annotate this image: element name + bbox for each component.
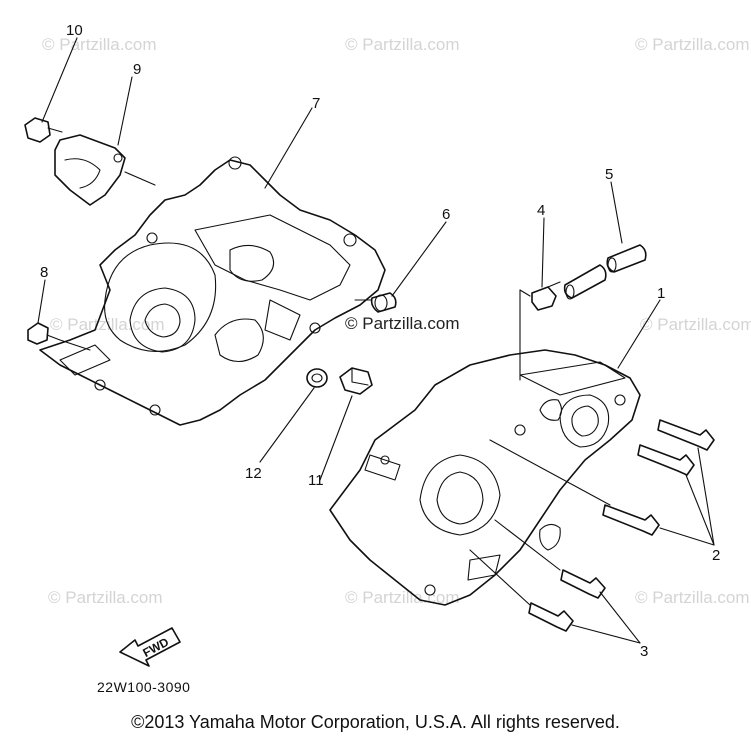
watermark: © Partzilla.com — [635, 35, 750, 54]
watermark: © Partzilla.com — [48, 588, 163, 607]
callout-labels: 10 9 7 8 6 4 5 1 2 3 12 11 — [40, 22, 720, 660]
diagram-code: 22W100-3090 — [97, 679, 190, 695]
cover-plate — [54, 134, 126, 206]
callout-11: 11 — [308, 472, 324, 489]
bolts-lower — [528, 569, 606, 632]
fwd-arrow-icon: FWD — [119, 627, 181, 667]
leader-lines — [37, 37, 715, 644]
watermark: © Partzilla.com — [640, 315, 751, 334]
watermark: © Partzilla.com — [345, 35, 460, 54]
callout-12: 12 — [245, 465, 262, 482]
crankcase-left — [39, 156, 386, 426]
callout-7: 7 — [312, 95, 320, 112]
elbow-fitting — [531, 281, 561, 311]
screw — [24, 117, 63, 143]
watermark: © Partzilla.com — [50, 315, 165, 334]
callout-2: 2 — [712, 547, 720, 564]
assembly-guide-lines — [59, 171, 611, 606]
callout-1: 1 — [657, 285, 665, 302]
crankcase-right — [329, 349, 641, 606]
bolts-upper — [602, 419, 715, 536]
callout-9: 9 — [133, 61, 141, 78]
callout-8: 8 — [40, 264, 48, 281]
callout-5: 5 — [605, 166, 613, 183]
hose — [563, 244, 647, 300]
callout-10: 10 — [66, 22, 83, 39]
callout-3: 3 — [640, 643, 648, 660]
watermark: © Partzilla.com — [635, 588, 750, 607]
watermark: © Partzilla.com — [42, 35, 157, 54]
copyright-notice: ©2013 Yamaha Motor Corporation, U.S.A. A… — [131, 712, 620, 732]
callout-4: 4 — [537, 202, 545, 219]
watermark-group: © Partzilla.com © Partzilla.com © Partzi… — [42, 35, 751, 607]
callout-6: 6 — [442, 206, 450, 223]
watermark-prominent: © Partzilla.com — [345, 314, 460, 333]
fwd-label: FWD — [140, 635, 171, 660]
gasket-washer — [306, 368, 328, 388]
drain-bolt — [339, 367, 373, 395]
